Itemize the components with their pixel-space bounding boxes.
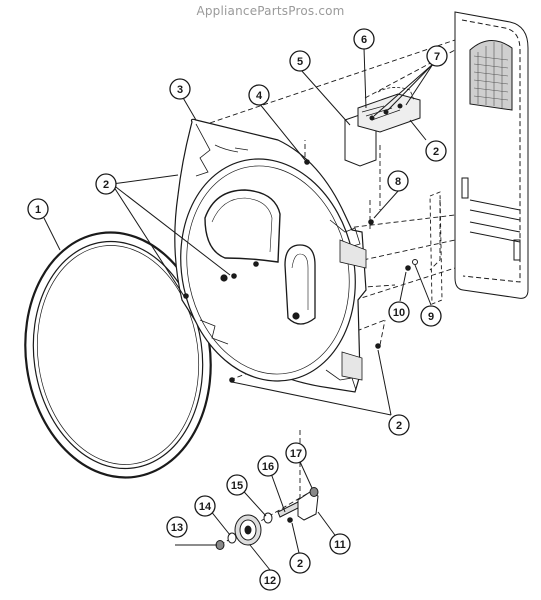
svg-text:7: 7 <box>434 51 440 63</box>
svg-text:12: 12 <box>264 575 276 587</box>
svg-text:14: 14 <box>199 501 212 513</box>
svg-text:2: 2 <box>396 420 402 432</box>
callout-6: 6 <box>353 28 375 50</box>
callout-group: 1 2 3 4 5 6 7 2 8 10 9 2 17 16 15 14 13 … <box>27 28 448 591</box>
side-bracket <box>429 191 443 305</box>
svg-text:2: 2 <box>103 179 109 191</box>
svg-text:6: 6 <box>361 34 367 46</box>
callout-7: 7 <box>426 45 448 67</box>
callout-8: 8 <box>387 170 409 192</box>
cabinet-back-panel <box>454 11 529 299</box>
callout-3: 3 <box>169 78 191 100</box>
callout-11: 11 <box>329 533 351 555</box>
callout-2-top-left: 2 <box>95 173 117 195</box>
svg-text:17: 17 <box>290 448 302 460</box>
callout-14: 14 <box>194 495 216 517</box>
callout-4: 4 <box>248 84 270 106</box>
svg-text:10: 10 <box>393 307 405 319</box>
svg-text:2: 2 <box>433 146 439 158</box>
svg-text:4: 4 <box>256 90 263 102</box>
callout-16: 16 <box>257 455 279 477</box>
small-fasteners <box>183 159 418 523</box>
callout-17: 17 <box>285 442 307 464</box>
front-bulkhead <box>174 118 367 393</box>
drum-roller-assembly <box>215 487 319 550</box>
svg-text:13: 13 <box>171 522 183 534</box>
callout-2-top-right: 2 <box>425 140 447 162</box>
svg-text:9: 9 <box>428 311 434 323</box>
svg-text:16: 16 <box>262 461 274 473</box>
svg-text:15: 15 <box>231 480 243 492</box>
callout-13: 13 <box>166 516 188 538</box>
watermark-text: AppliancePartsPros.com <box>196 4 345 18</box>
vent-grille <box>469 40 513 111</box>
svg-text:5: 5 <box>297 56 303 68</box>
svg-text:3: 3 <box>177 84 183 96</box>
callout-2-mid-right: 2 <box>388 414 410 436</box>
svg-text:8: 8 <box>395 176 401 188</box>
svg-text:11: 11 <box>334 539 346 551</box>
callout-15: 15 <box>226 474 248 496</box>
svg-text:1: 1 <box>35 204 41 216</box>
callout-12: 12 <box>259 569 281 591</box>
svg-text:2: 2 <box>297 558 303 570</box>
callout-2-bottom: 2 <box>289 552 311 574</box>
callout-1: 1 <box>27 198 49 220</box>
callout-5: 5 <box>289 50 311 72</box>
terminal-block-assembly <box>344 87 421 167</box>
callout-10: 10 <box>388 301 410 323</box>
callout-9: 9 <box>420 305 442 327</box>
